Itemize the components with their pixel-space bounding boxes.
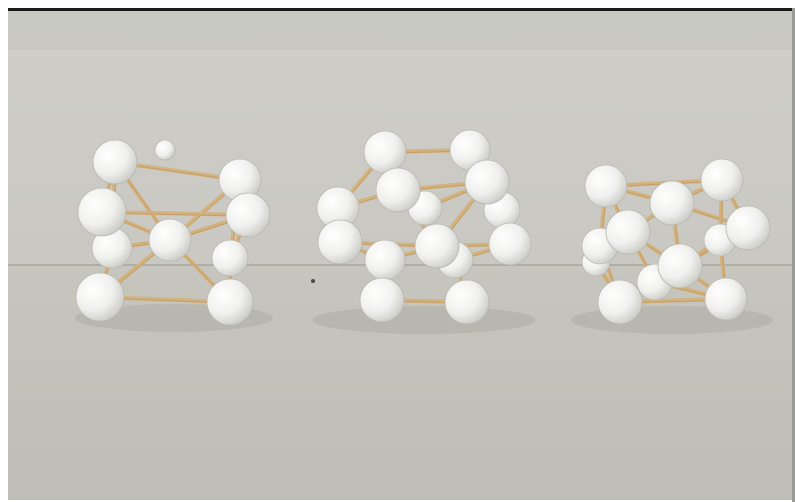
model-shadow: [313, 306, 535, 334]
ball: [154, 139, 176, 161]
ball: [597, 279, 643, 325]
ball: [704, 277, 748, 321]
ball: [77, 187, 127, 237]
ball: [317, 219, 363, 265]
ball: [414, 223, 460, 269]
ball: [725, 205, 771, 251]
ball: [464, 159, 510, 205]
ball: [605, 209, 651, 255]
ball: [148, 218, 192, 262]
model-right: [571, 158, 773, 334]
photo-top-border: [8, 8, 795, 11]
ball: [225, 192, 271, 238]
ball: [649, 180, 695, 226]
ball: [488, 222, 532, 266]
model-left: [75, 139, 273, 332]
ball: [364, 239, 406, 281]
ball: [359, 277, 405, 323]
ball: [211, 239, 249, 277]
ball: [657, 243, 703, 289]
model-middle: [311, 129, 535, 334]
wall-top-band: [8, 10, 793, 50]
ball: [206, 278, 254, 326]
ball: [363, 130, 407, 174]
ball: [75, 272, 125, 322]
table-speck: [311, 279, 315, 283]
ball: [375, 167, 421, 213]
stick-edge: [102, 212, 250, 217]
photo-right-border: [792, 8, 795, 502]
ball: [444, 279, 490, 325]
ball: [584, 164, 628, 208]
ball: [92, 139, 138, 185]
ball: [700, 158, 744, 202]
